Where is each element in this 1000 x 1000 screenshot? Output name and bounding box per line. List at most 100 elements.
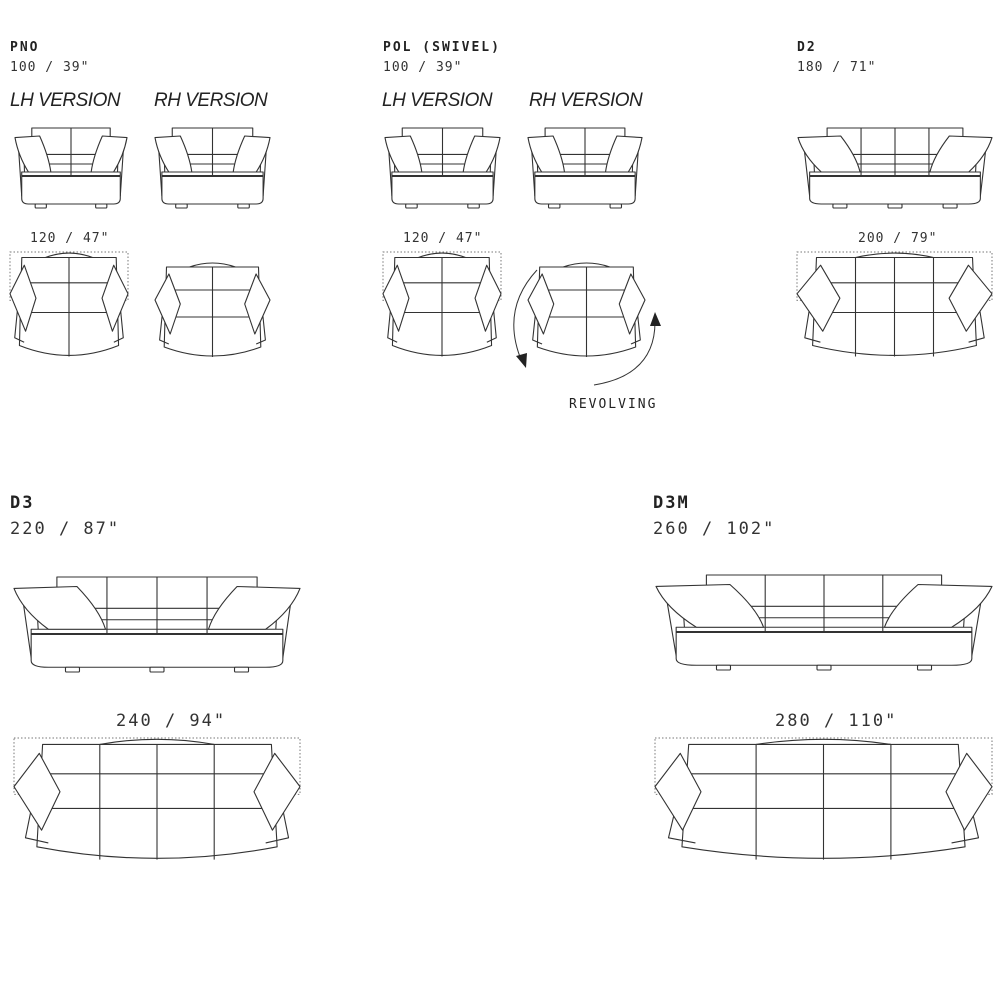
foot <box>816 664 832 671</box>
seat-base <box>809 171 981 205</box>
right-pillow <box>101 264 129 332</box>
seat-base <box>161 171 264 205</box>
right-arm-frame <box>255 306 266 345</box>
back-curve <box>189 262 236 268</box>
d3m-code: D3M <box>653 493 690 513</box>
pol-lh-front <box>384 127 501 209</box>
left-pillow <box>154 273 181 335</box>
right-arm-frame <box>113 301 124 343</box>
pno-depth: 120 / 47" <box>30 231 110 246</box>
foot <box>34 203 47 209</box>
foot <box>405 203 418 209</box>
right-pillow <box>244 273 271 335</box>
left-pillow <box>527 273 555 335</box>
right-pillow <box>253 752 301 831</box>
seat-base <box>30 628 284 668</box>
pol-code: POL (SWIVEL) <box>383 40 501 55</box>
d2-code: D2 <box>797 40 817 55</box>
back-curve <box>99 738 215 745</box>
d2-top <box>796 252 993 357</box>
d3-depth: 240 / 94" <box>116 711 227 731</box>
right-pillow <box>474 264 502 332</box>
foot <box>175 203 188 209</box>
foot <box>887 203 903 209</box>
foot <box>916 664 933 671</box>
left-arm-frame <box>387 301 398 343</box>
arrow-head-up-icon <box>650 312 661 326</box>
dimension-box <box>654 737 993 795</box>
pno-rh-label: RH VERSION <box>154 90 268 111</box>
foot <box>149 666 165 673</box>
foot <box>95 203 108 209</box>
right-pillow <box>945 752 993 831</box>
d2-front <box>797 127 993 209</box>
pno-rh-top <box>154 262 271 357</box>
right-arm-frame <box>968 301 985 343</box>
d3-front <box>13 576 301 673</box>
left-pillow <box>382 264 410 332</box>
d3m-top <box>654 738 993 860</box>
foot <box>609 203 623 209</box>
left-pillow <box>9 264 37 332</box>
pol-rh-label: RH VERSION <box>529 90 643 111</box>
pol-rh-top <box>527 262 646 357</box>
d3m-front <box>655 574 993 671</box>
d3-top <box>13 738 301 860</box>
pno-code: PNO <box>10 40 40 55</box>
left-arm-frame <box>532 306 543 345</box>
right-pillow <box>232 135 271 173</box>
foot <box>942 203 958 209</box>
right-pillow <box>604 135 643 173</box>
back-curve <box>45 252 93 259</box>
arrow-head-down-icon <box>516 353 527 368</box>
revolve-arrow-right <box>593 321 656 386</box>
right-pillow <box>929 135 993 173</box>
d3m-size: 260 / 102" <box>653 519 776 539</box>
left-pillow <box>527 135 566 173</box>
foot <box>832 203 848 209</box>
right-pillow <box>462 135 501 173</box>
revolve-arrow-left <box>513 269 538 363</box>
left-arm-frame <box>159 306 170 345</box>
back-curve <box>418 252 466 259</box>
d3-code: D3 <box>10 493 35 513</box>
pno-lh-top <box>9 252 129 357</box>
back-curve <box>855 252 934 259</box>
foot <box>467 203 480 209</box>
d3m-depth: 280 / 110" <box>775 711 898 731</box>
pol-depth: 120 / 47" <box>403 231 483 246</box>
right-pillow <box>90 135 128 173</box>
seat-base <box>21 171 121 205</box>
pno-lh-front <box>14 127 128 209</box>
left-pillow <box>384 135 423 173</box>
d2-depth: 200 / 79" <box>858 231 938 246</box>
left-pillow <box>13 585 107 630</box>
left-pillow <box>654 752 702 831</box>
right-arm-frame <box>630 306 641 345</box>
foot <box>715 664 732 671</box>
back-curve <box>756 738 891 745</box>
pol-lh-top <box>382 252 502 357</box>
pol-size: 100 / 39" <box>383 60 463 75</box>
foot <box>64 666 81 673</box>
right-pillow <box>207 585 301 630</box>
right-arm-frame <box>486 301 497 343</box>
seat-base <box>534 171 636 205</box>
left-pillow <box>13 752 61 831</box>
pol-lh-label: LH VERSION <box>382 90 493 111</box>
pol-rh-front <box>527 127 643 209</box>
left-pillow <box>796 264 841 332</box>
foot <box>547 203 561 209</box>
d3-size: 220 / 87" <box>10 519 121 539</box>
left-pillow <box>14 135 52 173</box>
pno-size: 100 / 39" <box>10 60 90 75</box>
left-arm-frame <box>804 301 821 343</box>
left-pillow <box>154 135 193 173</box>
d2-size: 180 / 71" <box>797 60 877 75</box>
seat-base <box>391 171 494 205</box>
foot <box>237 203 250 209</box>
pno-lh-label: LH VERSION <box>10 90 121 111</box>
right-pillow <box>883 583 993 628</box>
right-pillow <box>618 273 646 335</box>
